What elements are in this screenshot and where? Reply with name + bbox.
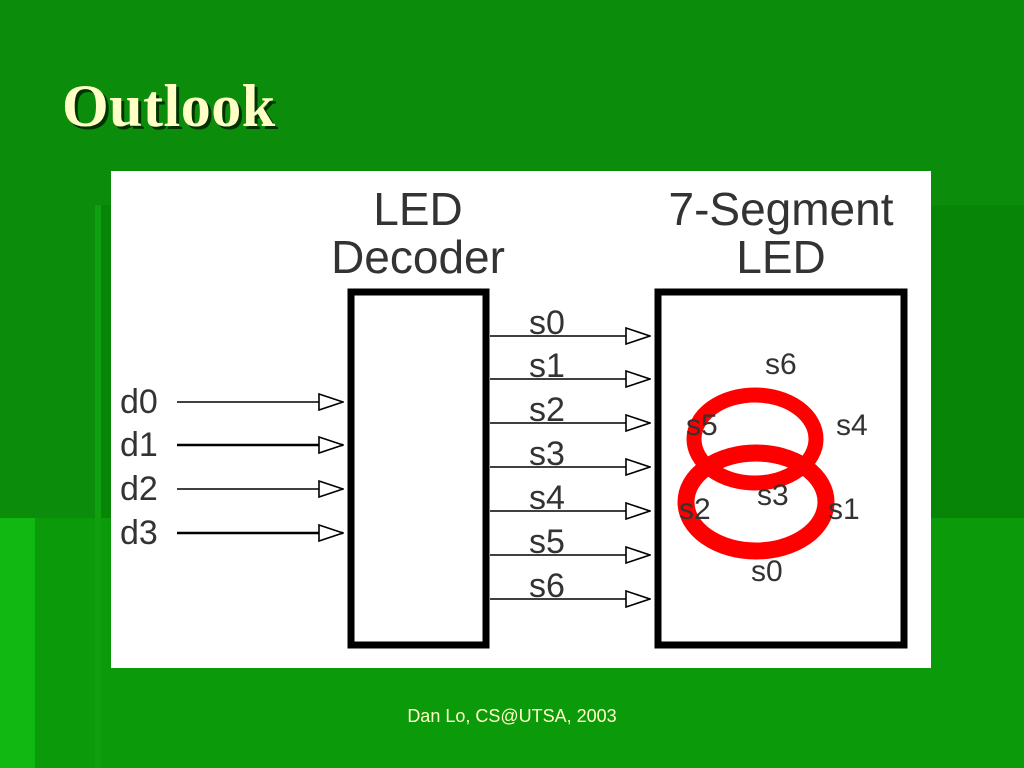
segment-label-s4: s4 <box>836 409 868 442</box>
led-label-line1: 7-Segment <box>668 183 893 235</box>
decoder-box <box>347 288 490 649</box>
led-box <box>654 288 908 649</box>
segment-label-s3: s3 <box>757 479 789 512</box>
led-label-line2: LED <box>736 231 825 283</box>
input-label-d0: d0 <box>120 383 158 421</box>
input-label-d1: d1 <box>120 426 158 464</box>
led-decoder-diagram: LED Decoder 7-Segment LED d0 d1 d2 d3 s0… <box>111 171 931 668</box>
output-label-s0: s0 <box>529 304 565 342</box>
output-label-s5: s5 <box>529 523 565 561</box>
background-edge <box>95 205 101 768</box>
segment-label-s5: s5 <box>686 409 718 442</box>
slide-title: Outlook <box>62 73 276 139</box>
input-label-d3: d3 <box>120 514 158 552</box>
digit-upper-loop <box>686 387 824 491</box>
output-label-s2: s2 <box>529 391 565 429</box>
output-label-s6: s6 <box>529 567 565 605</box>
decoder-label-line2: Decoder <box>331 231 505 283</box>
output-label-s3: s3 <box>529 435 565 473</box>
background-accent <box>0 518 35 768</box>
segment-label-s0: s0 <box>751 555 783 588</box>
seven-segment-digit <box>677 387 835 560</box>
segment-label-s1: s1 <box>828 493 860 526</box>
input-label-d2: d2 <box>120 470 158 508</box>
slide-footer: Dan Lo, CS@UTSA, 2003 <box>407 706 617 726</box>
segment-label-s2: s2 <box>679 493 711 526</box>
segment-label-s6: s6 <box>765 348 797 381</box>
digit-lower-loop <box>677 444 835 560</box>
output-label-s4: s4 <box>529 479 565 517</box>
output-label-s1: s1 <box>529 347 565 385</box>
decoder-label-line1: LED <box>373 183 462 235</box>
